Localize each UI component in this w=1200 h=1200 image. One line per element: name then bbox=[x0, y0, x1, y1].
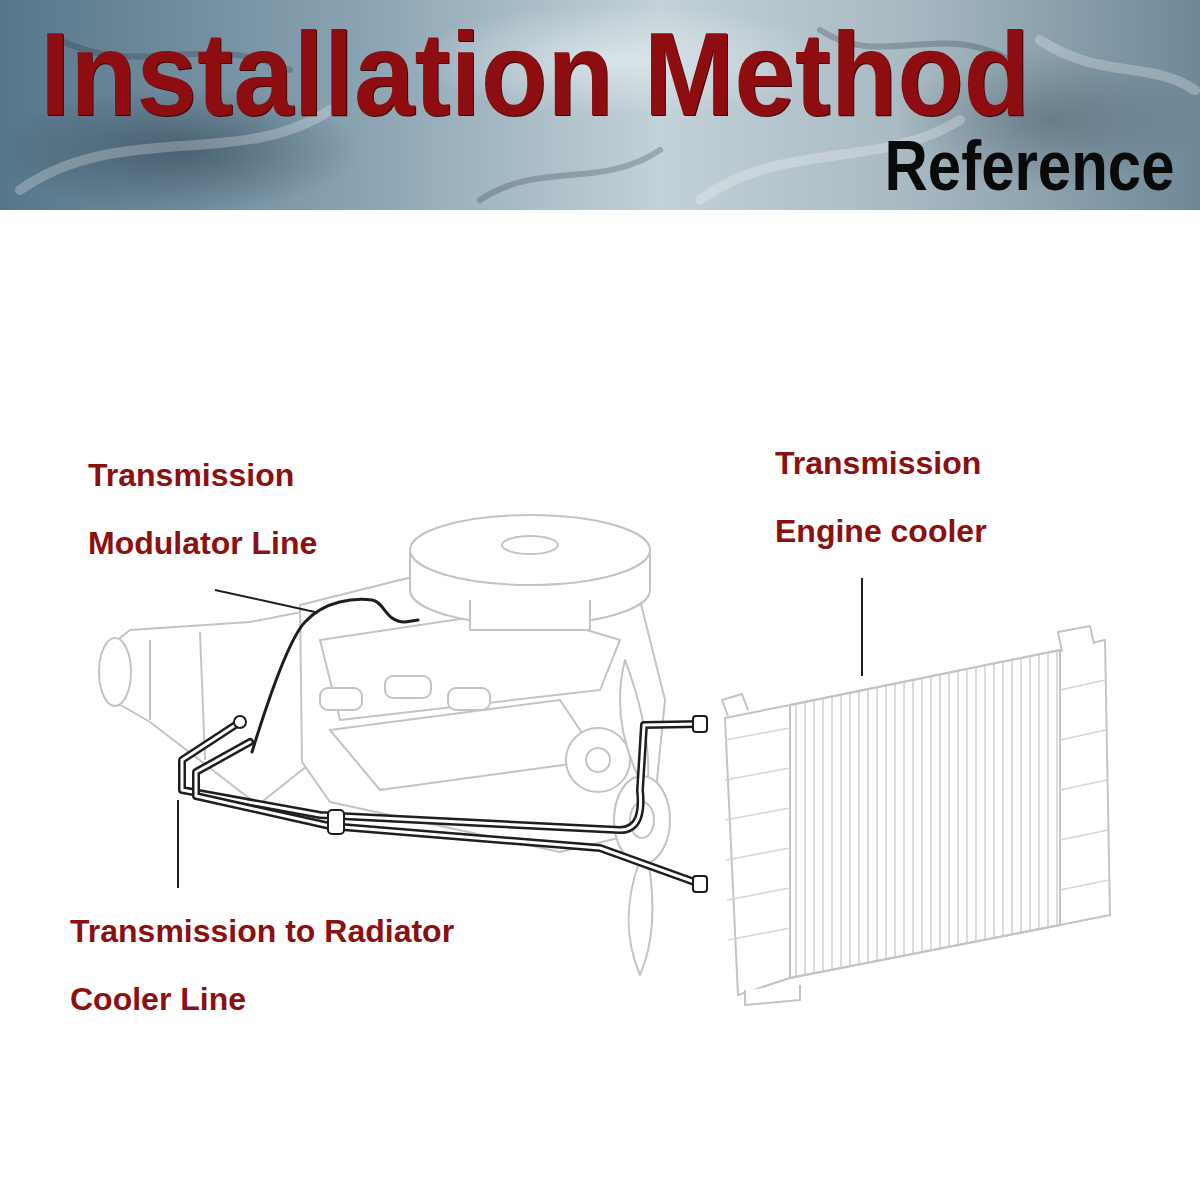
callout-label: Transmission to Radiator Cooler Line bbox=[70, 897, 490, 1033]
callout-label: Transmission Modulator Line bbox=[88, 441, 348, 577]
page-title: Installation Method bbox=[40, 15, 1030, 133]
subtitle: Reference bbox=[885, 131, 1175, 201]
callout-label: Transmission Engine cooler bbox=[775, 429, 1055, 565]
